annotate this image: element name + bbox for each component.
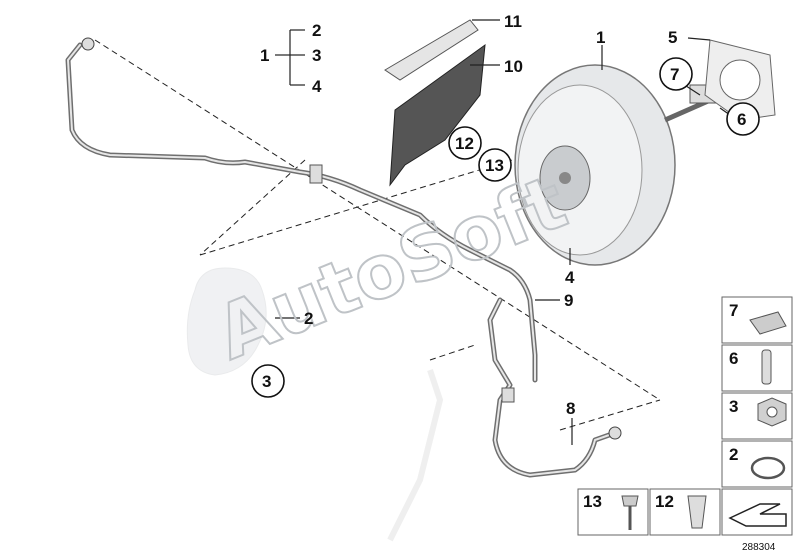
- callout-3-group: 3: [312, 46, 321, 65]
- legend-label-12: 12: [655, 492, 674, 511]
- callout-2-group: 2: [312, 21, 321, 40]
- callout-4: 4: [565, 268, 575, 287]
- callout-12: 12: [455, 134, 474, 153]
- bracket: [384, 19, 486, 187]
- diagram-number: 288304: [742, 542, 776, 553]
- engine-silhouette: [186, 267, 444, 542]
- callout-leaders: [275, 19, 731, 445]
- callout-1: 1: [596, 28, 605, 47]
- callout-7: 7: [670, 65, 679, 84]
- callout-9: 9: [564, 291, 573, 310]
- legend-column: 7 6 3 2 13 12: [577, 296, 793, 536]
- circled-callouts: 7 6 12 13 3: [251, 57, 760, 398]
- legend-label-13: 13: [583, 492, 602, 511]
- legend-label-7: 7: [729, 301, 738, 320]
- callout-4-group: 4: [312, 77, 322, 96]
- callout-11: 11: [504, 12, 522, 31]
- callout-13: 13: [485, 156, 504, 175]
- gasket: [704, 39, 776, 121]
- callout-2-left: 2: [304, 309, 313, 328]
- brake-line-lower: [487, 297, 622, 478]
- group-bracket: [275, 29, 305, 86]
- callout-10: 10: [504, 57, 523, 76]
- callout-1-group: 1: [260, 46, 269, 65]
- callout-3-left: 3: [262, 372, 271, 391]
- callout-6: 6: [737, 110, 746, 129]
- brake-line-upper: [65, 37, 538, 383]
- legend-label-2: 2: [729, 445, 738, 464]
- callout-labels: 1 5 11 10 4 9 8 2 1 2 3 4: [260, 12, 677, 418]
- callout-5: 5: [668, 28, 677, 47]
- watermark-text: AutoSoft: [205, 159, 578, 377]
- legend-label-3: 3: [729, 397, 738, 416]
- callout-8: 8: [566, 399, 575, 418]
- brake-booster: [514, 64, 721, 266]
- legend-label-6: 6: [729, 349, 738, 368]
